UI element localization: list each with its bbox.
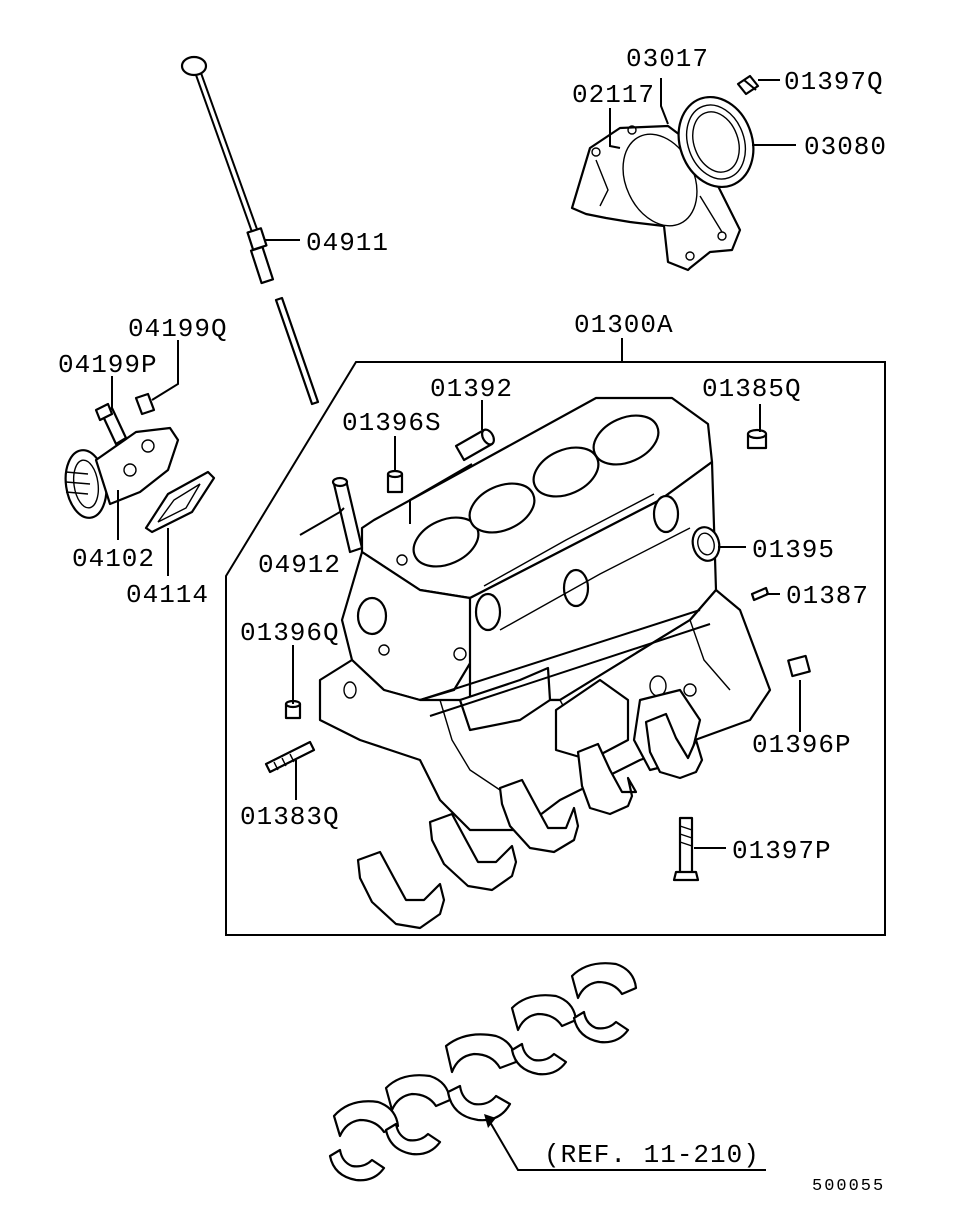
label-01396P: 01396P: [752, 730, 852, 760]
label-04199P: 04199P: [58, 350, 158, 380]
bearing-shells: [328, 962, 638, 1182]
label-01300A: 01300A: [574, 310, 674, 340]
label-02117: 02117: [572, 80, 655, 110]
cylinder-block: [318, 396, 772, 832]
part-number-labels: 03017 01397Q 02117 03080 04911 04199Q 04…: [58, 44, 887, 1196]
block-callout-frame: [225, 338, 886, 936]
label-01392: 01392: [430, 374, 513, 404]
label-03017: 03017: [626, 44, 709, 74]
label-04102: 04102: [72, 544, 155, 574]
label-03080: 03080: [804, 132, 887, 162]
label-01385Q: 01385Q: [702, 374, 802, 404]
drawing-number: 500055: [812, 1177, 885, 1196]
label-01396Q: 01396Q: [240, 618, 340, 648]
label-01387: 01387: [786, 581, 869, 611]
label-01383Q: 01383Q: [240, 802, 340, 832]
rear-oil-seal-case: [570, 74, 760, 272]
label-04912: 04912: [258, 550, 341, 580]
label-01396S: 01396S: [342, 408, 442, 438]
small-parts: [264, 428, 811, 882]
label-04199Q: 04199Q: [128, 314, 228, 344]
dipstick-tube: [331, 476, 364, 554]
label-01397Q: 01397Q: [784, 67, 884, 97]
oil-filter-bracket: [64, 392, 216, 534]
label-01395: 01395: [752, 535, 835, 565]
label-01397P: 01397P: [732, 836, 832, 866]
reference-note: (REF. 11-210): [544, 1140, 760, 1170]
label-04911: 04911: [306, 228, 389, 258]
dipstick-part: [180, 55, 320, 406]
label-04114: 04114: [126, 580, 209, 610]
main-bearing-caps: [356, 712, 704, 930]
leader-lines: [111, 78, 801, 1171]
